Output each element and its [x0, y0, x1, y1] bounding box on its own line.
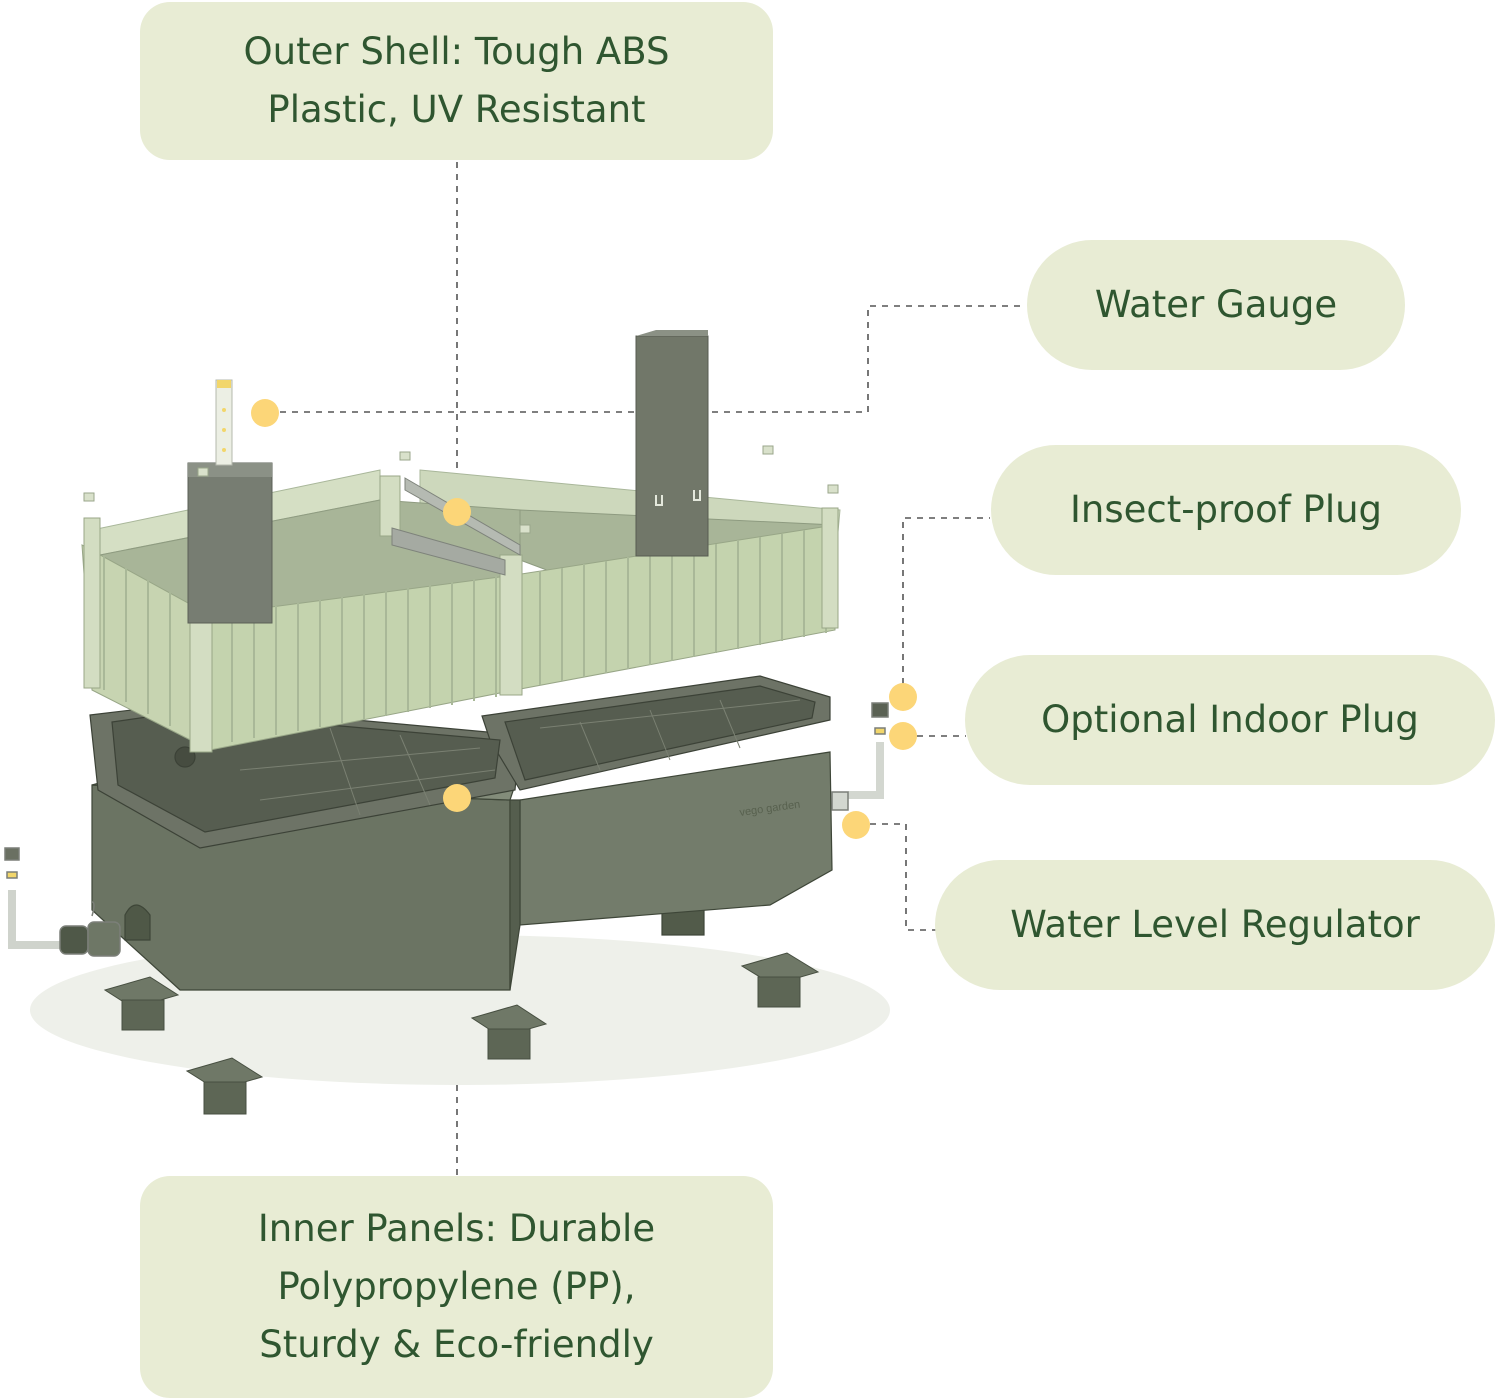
- marker-water-level-regulator: [842, 811, 870, 839]
- callout-water-gauge: Water Gauge: [1027, 240, 1405, 370]
- left-regulator-assembly: [4, 847, 121, 957]
- feet: [103, 952, 820, 1115]
- callout-inner-panels-line-1: Inner Panels: Durable: [257, 1207, 656, 1250]
- callout-indoor-plug: Optional Indoor Plug: [965, 655, 1495, 785]
- callout-indoor-plug-label: Optional Indoor Plug: [1041, 698, 1419, 741]
- callout-inner-panels: Inner Panels: Durable Polypropylene (PP)…: [140, 1176, 773, 1398]
- foot-middle: [470, 1004, 548, 1060]
- callout-water-level-regulator-label: Water Level Regulator: [1010, 903, 1420, 946]
- marker-water-gauge: [251, 399, 279, 427]
- callout-outer-shell-line-1: Outer Shell: Tough ABS: [243, 30, 670, 73]
- callout-inner-panels-line-2: Polypropylene (PP),: [277, 1265, 636, 1308]
- leader-water-level-regulator: [870, 823, 936, 931]
- callout-insect-plug-label: Insect-proof Plug: [1069, 488, 1383, 531]
- water-gauge-column: [187, 379, 273, 624]
- callout-inner-panels-line-3: Sturdy & Eco-friendly: [259, 1323, 654, 1366]
- callout-outer-shell-line-2: Plastic, UV Resistant: [267, 88, 646, 131]
- marker-inner-panels: [443, 784, 471, 812]
- foot-left-back: [103, 976, 180, 1031]
- marker-insect-plug: [889, 683, 917, 711]
- marker-indoor-plug: [889, 722, 917, 750]
- foot-right: [740, 952, 820, 1008]
- callout-insect-plug: Insect-proof Plug: [991, 445, 1461, 575]
- corner-pegs: [83, 445, 839, 534]
- fill-tower: [635, 330, 709, 557]
- marker-outer-shell: [443, 498, 471, 526]
- right-regulator-assembly: [831, 702, 889, 811]
- callout-outer-shell: Outer Shell: Tough ABS Plastic, UV Resis…: [140, 2, 773, 160]
- leader-water-gauge: [280, 305, 1026, 413]
- outer-shell: [81, 330, 841, 753]
- callout-water-gauge-label: Water Gauge: [1094, 283, 1338, 326]
- callout-water-level-regulator: Water Level Regulator: [935, 860, 1495, 990]
- foot-left-front: [185, 1057, 264, 1115]
- leader-insect-plug: [902, 517, 990, 696]
- shell-ribs: [103, 527, 827, 742]
- markers: [251, 399, 917, 839]
